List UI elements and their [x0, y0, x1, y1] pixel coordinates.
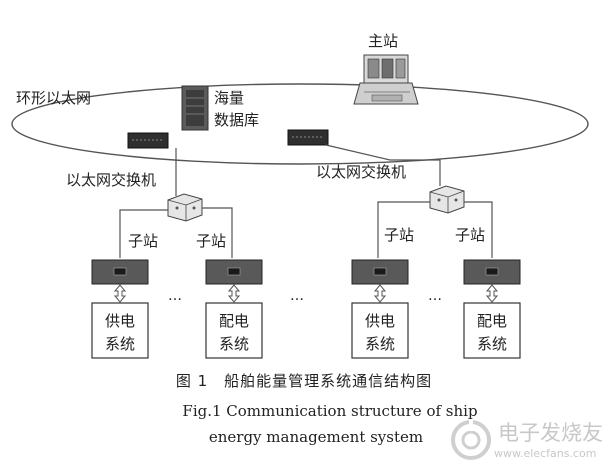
ethernet-switch-right-icon: [429, 185, 465, 214]
system-box-2-line1: 配电: [219, 312, 249, 330]
system-box-4-line1: 配电: [477, 312, 507, 330]
caption-english-line1: Fig.1 Communication structure of ship: [182, 402, 478, 420]
database-label-line1: 海量: [214, 89, 244, 107]
system-box-3: 供电 系统: [351, 302, 409, 359]
substation-device-3: [351, 259, 409, 285]
caption-chinese: 图 1 船舶能量管理系统通信结构图: [175, 372, 433, 390]
ring-ethernet: [11, 83, 589, 165]
branch-right: [377, 201, 430, 258]
watermark-logo-icon: [451, 419, 491, 460]
ring-switch-right-icon: [287, 129, 329, 146]
master-station-icon: [353, 54, 419, 105]
master-station-label: 主站: [368, 32, 398, 50]
database-label-line2: 数据库: [214, 111, 259, 129]
system-box-1-line1: 供电: [105, 312, 135, 330]
branch-left: [119, 209, 168, 258]
system-box-4: 配电 系统: [463, 302, 521, 359]
ethernet-switch-left-icon: [167, 193, 203, 222]
cable-right: [325, 144, 441, 186]
ring-ethernet-label: 环形以太网: [16, 89, 91, 107]
system-box-1: 供电 系统: [91, 302, 149, 359]
communication-structure-diagram: 环形以太网 主站 海量 数据库 以太网交换机 以太网交换机: [11, 32, 589, 359]
ethernet-switch-right-label: 以太网交换机: [316, 163, 406, 181]
watermark-url: www.elecfans.com: [494, 447, 597, 460]
system-box-4-line2: 系统: [477, 335, 507, 353]
branch-right-2: [464, 201, 493, 258]
substation-label-4: 子站: [455, 226, 485, 244]
ethernet-switch-left-label: 以太网交换机: [66, 171, 156, 189]
substation-device-2: [205, 259, 263, 285]
system-box-2: 配电 系统: [205, 302, 263, 359]
caption-english-line2: energy management system: [208, 428, 424, 446]
system-box-1-line2: 系统: [105, 335, 135, 353]
system-box-3-line2: 系统: [365, 335, 395, 353]
database-icon: [181, 85, 209, 131]
ellipsis-3: …: [428, 288, 442, 304]
ellipsis-2: …: [290, 288, 304, 304]
substation-label-2: 子站: [196, 232, 226, 250]
watermark-text: 电子发烧友: [498, 421, 603, 445]
double-arrow-icon: [113, 284, 499, 303]
substation-device-1: [91, 259, 149, 285]
substation-label-3: 子站: [384, 226, 414, 244]
substation-device-4: [463, 259, 521, 285]
branch-left-2: [202, 207, 233, 258]
watermark: 电子发烧友 www.elecfans.com: [446, 413, 606, 469]
substation-label-1: 子站: [128, 232, 158, 250]
system-box-2-line2: 系统: [219, 335, 249, 353]
system-box-3-line1: 供电: [365, 312, 395, 330]
ring-switch-left-icon: [127, 132, 169, 149]
ellipsis-1: …: [168, 288, 182, 304]
